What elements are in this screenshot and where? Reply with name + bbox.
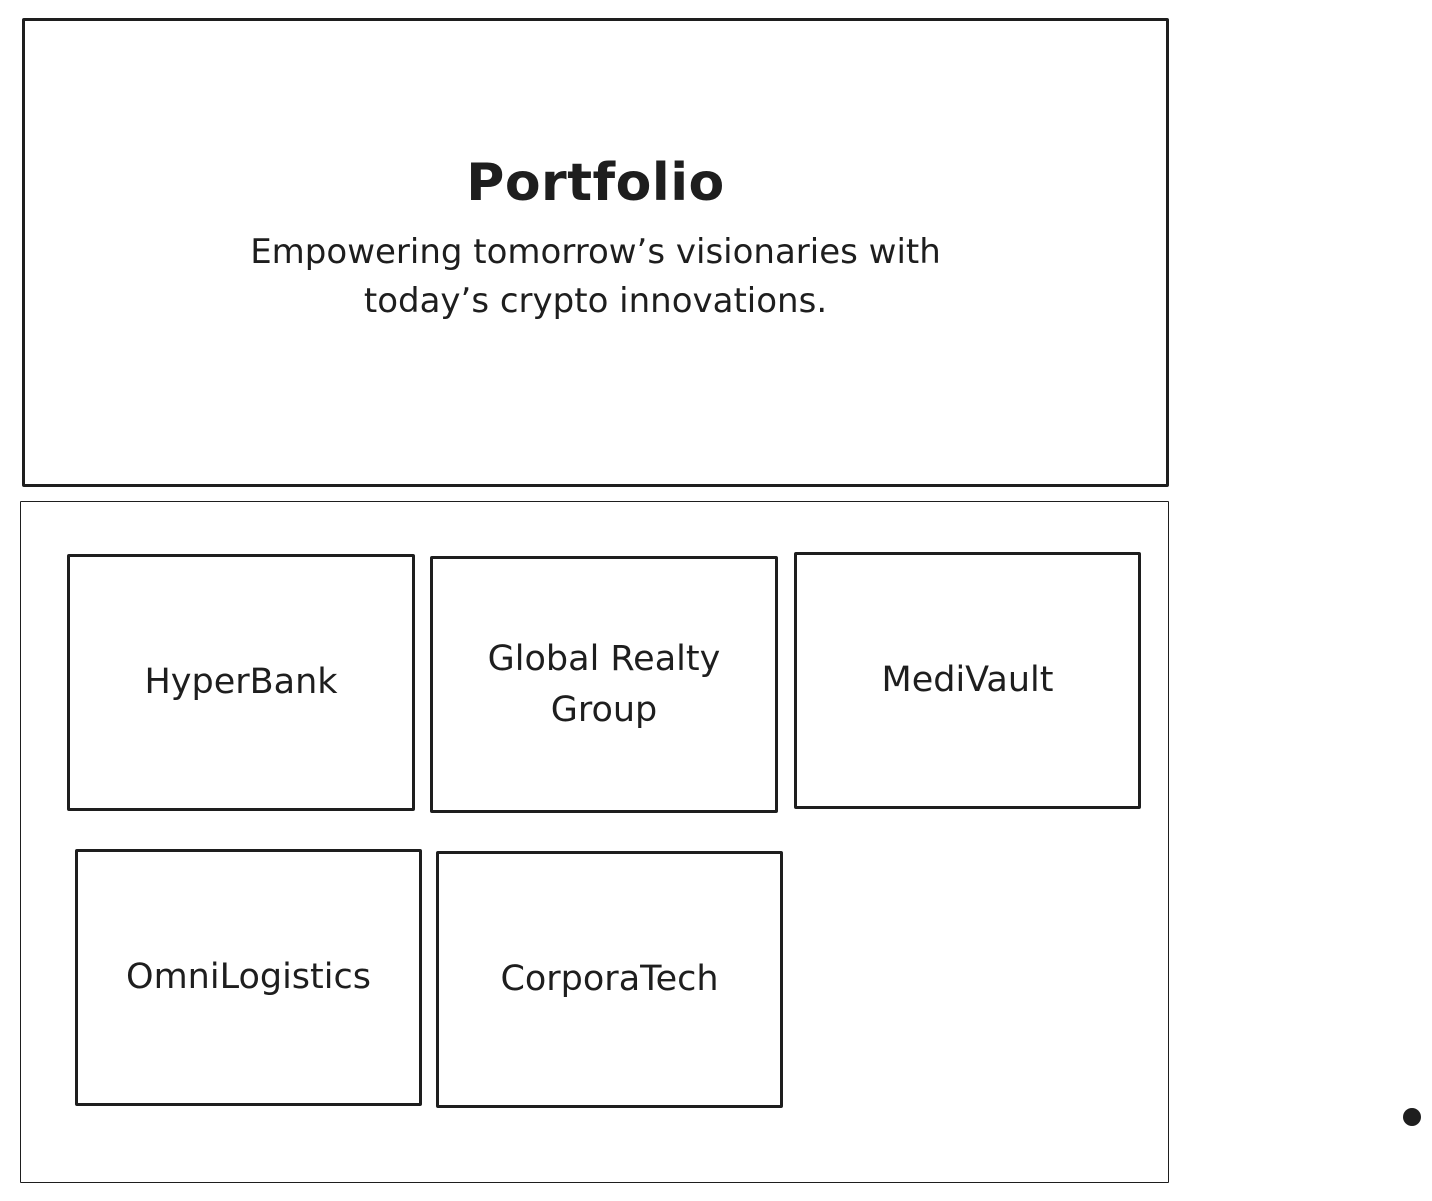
- portfolio-card-omnilogistics[interactable]: OmniLogistics: [75, 849, 422, 1106]
- portfolio-card-global-realty-group[interactable]: Global Realty Group: [430, 556, 778, 813]
- portfolio-card-label: CorporaTech: [500, 959, 719, 1000]
- portfolio-card-hyperbank[interactable]: HyperBank: [67, 554, 415, 811]
- hero-box: Portfolio Empowering tomorrow’s visionar…: [22, 18, 1169, 487]
- portfolio-card-label: Global Realty Group: [487, 638, 721, 730]
- portfolio-card-medivault[interactable]: MediVault: [794, 552, 1141, 809]
- portfolio-grid-frame: [20, 501, 1169, 1183]
- page-subtitle: Empowering tomorrow’s visionaries with t…: [250, 232, 941, 322]
- portfolio-card-label: OmniLogistics: [126, 957, 371, 998]
- dot-marker: [1403, 1108, 1421, 1126]
- portfolio-card-label: MediVault: [881, 660, 1054, 701]
- portfolio-card-label: HyperBank: [144, 662, 338, 703]
- portfolio-card-corporatech[interactable]: CorporaTech: [436, 851, 783, 1108]
- page-title: Portfolio: [466, 153, 725, 214]
